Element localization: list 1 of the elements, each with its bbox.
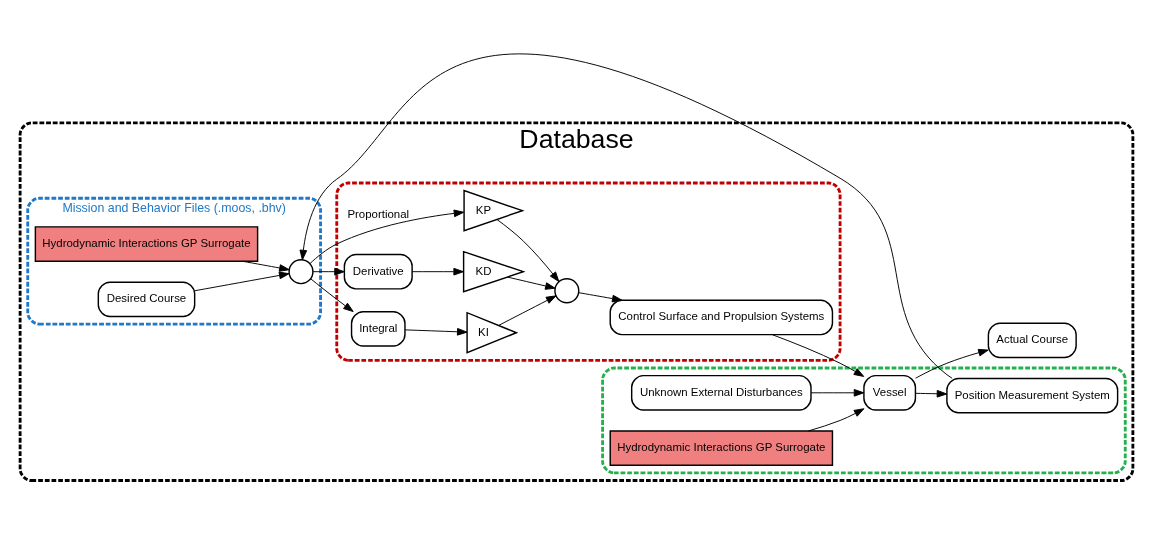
edge-label: Proportional <box>347 207 410 220</box>
